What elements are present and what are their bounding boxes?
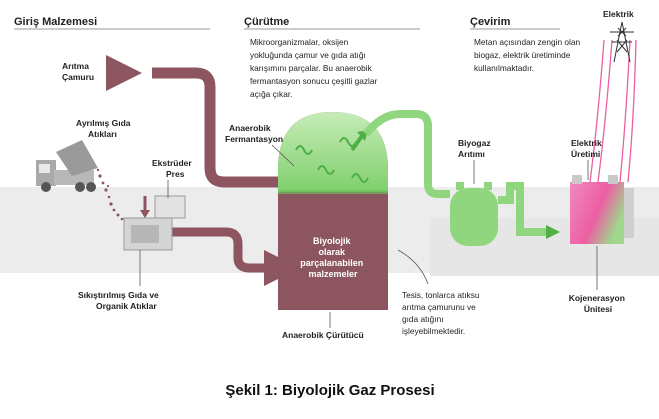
- compressed-waste-label: Sıkıştırılmış Gıda ve Organik Atıklar: [78, 290, 161, 311]
- extruder-label: Ekstrüder Pres: [152, 158, 194, 179]
- power-line-d: [627, 39, 637, 183]
- fermentation-label: Anaerobik Fermantasyon: [225, 123, 283, 144]
- section-title-conversion: Çevirim: [470, 16, 511, 28]
- section-title-input: Giriş Malzemesi: [14, 16, 97, 28]
- gas-rise-arrow: [350, 134, 364, 152]
- food-waste-label: Ayrılmış Gıda Atıkları: [76, 118, 133, 139]
- cogeneration-label: Kojenerasyon Ünitesi: [569, 293, 628, 314]
- section-title-digestion: Çürütme: [244, 16, 289, 28]
- electricity-label: Elektrik: [603, 9, 634, 19]
- power-generation-label: Elektrik Üretimi: [571, 138, 604, 159]
- sludge-pipe: [152, 67, 280, 188]
- gas-pipe-to-treatment: [362, 110, 450, 198]
- biodegradable-label: Biyolojik olarak parçalanabilen malzemel…: [300, 236, 366, 279]
- food-waste-pipe: [170, 227, 282, 273]
- facility-leader: [397, 249, 429, 285]
- gas-pipe-to-cogen: [498, 182, 552, 236]
- biogas-treatment-tank: [450, 182, 498, 246]
- facility-description: Tesis, tonlarca atıksu arıtma çamurunu v…: [402, 290, 482, 336]
- biogas-treatment-label: Biyogaz Arıtımı: [458, 138, 493, 159]
- anaerobic-digester: [278, 112, 388, 310]
- power-line-b: [597, 39, 613, 183]
- fermentation-leader: [271, 144, 295, 167]
- figure-caption: Şekil 1: Biyolojik Gaz Prosesi: [225, 382, 434, 399]
- food-waste-particles: [96, 168, 124, 221]
- gas-pipe-arrow: [546, 225, 560, 239]
- extruder-press: [123, 195, 186, 251]
- cogeneration-unit: [570, 175, 634, 244]
- transmission-tower-icon: [610, 21, 634, 63]
- digester-label: Anaerobik Çürütücü: [282, 330, 364, 340]
- conversion-description: Metan açısından zengin olan biogaz, elek…: [474, 37, 582, 73]
- digestion-description: Mikroorganizmalar, oksijen yokluğunda ça…: [250, 37, 380, 99]
- dump-truck: [36, 140, 98, 192]
- sludge-label: Arıtma Çamuru: [62, 61, 94, 82]
- power-line-a: [589, 39, 605, 183]
- power-line-c: [619, 39, 631, 183]
